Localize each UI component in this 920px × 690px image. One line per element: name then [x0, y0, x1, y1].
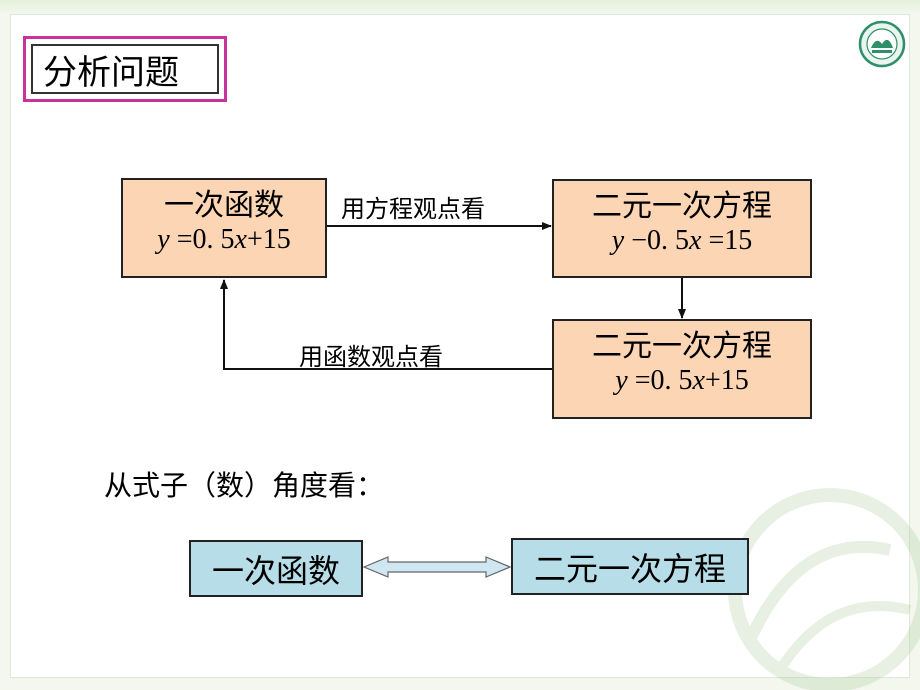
title-box: 分析问题 — [23, 36, 227, 102]
arrow-eq-back-to-func — [220, 279, 552, 370]
box-equation-2: 二元一次方程 y =0. 5x+15 — [552, 319, 812, 419]
box-formula: y −0. 5x =15 — [611, 225, 753, 256]
box-label: 二元一次方程 — [592, 189, 772, 224]
box-formula: y =0. 5x+15 — [157, 224, 291, 255]
box-equation-1: 二元一次方程 y −0. 5x =15 — [552, 179, 812, 278]
top-band — [0, 0, 920, 14]
box-formula: y =0. 5x+15 — [615, 365, 749, 396]
arrow-label-function-view: 用函数观点看 — [299, 343, 443, 371]
box-linear-function: 一次函数 y =0. 5x+15 — [121, 178, 327, 278]
section-heading: 从式子（数）角度看： — [104, 469, 385, 502]
arrow-label-equation-view: 用方程观点看 — [341, 195, 485, 223]
double-arrow-icon — [362, 556, 512, 578]
bottom-box-function: 一次函数 — [189, 540, 363, 597]
box-label: 一次函数 — [164, 188, 284, 223]
page-title: 分析问题 — [31, 44, 219, 94]
school-logo-icon — [858, 20, 906, 68]
bottom-box-equation: 二元一次方程 — [511, 538, 749, 595]
box-label: 二元一次方程 — [592, 329, 772, 364]
